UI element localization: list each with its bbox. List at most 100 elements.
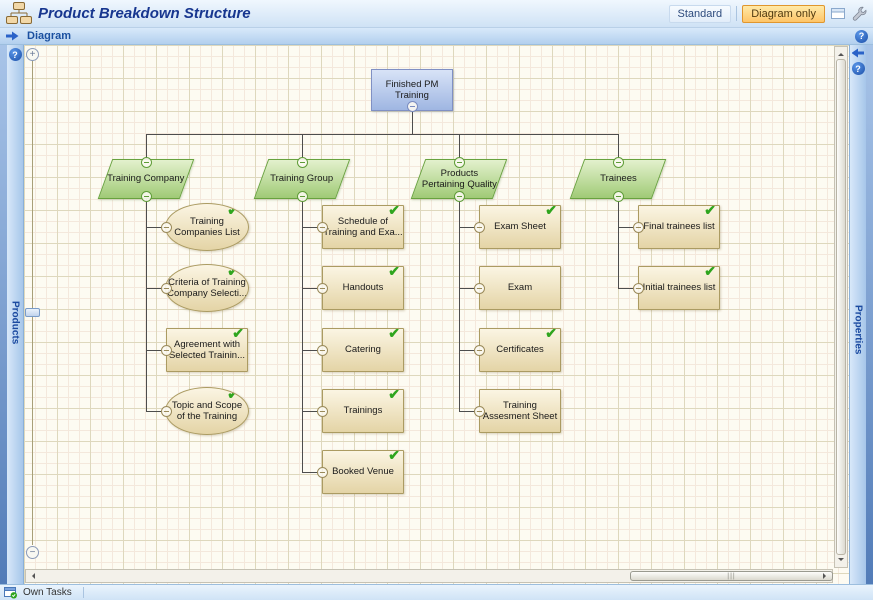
arrow-right-icon[interactable] xyxy=(5,31,19,41)
connector-line xyxy=(146,227,167,228)
scroll-right-icon[interactable] xyxy=(823,573,829,579)
product-node-ellipse[interactable]: Training Companies List✔ xyxy=(165,203,249,251)
collapse-button[interactable] xyxy=(160,344,172,356)
collapse-button[interactable] xyxy=(473,282,485,294)
collapse-button[interactable] xyxy=(473,405,485,417)
vertical-scrollbar[interactable] xyxy=(834,46,848,568)
divider xyxy=(736,6,738,21)
connector-line xyxy=(412,111,413,134)
collapse-button[interactable] xyxy=(296,156,308,168)
check-icon: ✔ xyxy=(388,328,400,341)
node-label: Topic and Scope of the Training xyxy=(171,399,243,422)
product-node[interactable]: Exam Sheet✔ xyxy=(479,205,561,249)
arrow-left-icon[interactable] xyxy=(851,48,865,58)
help-icon[interactable]: ? xyxy=(851,62,865,75)
collapse-button[interactable] xyxy=(160,282,172,294)
zoom-slider-track[interactable] xyxy=(32,61,33,545)
product-node-ellipse[interactable]: Topic and Scope of the Training✔ xyxy=(165,387,249,435)
collapse-button[interactable] xyxy=(612,190,624,202)
right-splitter[interactable] xyxy=(866,45,873,584)
collapse-button[interactable] xyxy=(316,405,328,417)
product-node-ellipse[interactable]: Criteria of Training Company Selecti...✔ xyxy=(165,264,249,312)
connector-line xyxy=(459,199,460,411)
connector-line xyxy=(459,134,460,159)
collapse-button[interactable] xyxy=(473,344,485,356)
product-node[interactable]: Final trainees list✔ xyxy=(638,205,720,249)
check-icon: ✔ xyxy=(227,264,239,279)
node-label: Exam xyxy=(507,282,533,294)
zoom-slider-handle[interactable] xyxy=(25,308,40,317)
help-icon[interactable]: ? xyxy=(855,29,868,43)
product-node[interactable]: Booked Venue✔ xyxy=(322,450,404,494)
product-node[interactable]: Trainings✔ xyxy=(322,389,404,433)
connector-line xyxy=(146,134,147,159)
properties-panel-tab[interactable]: ? Properties xyxy=(850,45,866,584)
connector-line xyxy=(459,227,480,228)
scroll-up-icon[interactable] xyxy=(838,50,844,56)
scroll-left-icon[interactable] xyxy=(29,573,35,579)
node-label: Certificates xyxy=(496,344,544,356)
connector-line xyxy=(618,134,619,159)
check-icon: ✔ xyxy=(388,266,400,279)
zoom-out-button[interactable]: − xyxy=(26,546,39,559)
collapse-button[interactable] xyxy=(632,221,644,233)
divider xyxy=(82,587,84,598)
collapse-button[interactable] xyxy=(316,282,328,294)
product-node[interactable]: Agreement with Selected Trainin...✔ xyxy=(166,328,248,372)
scroll-down-icon[interactable] xyxy=(838,558,844,564)
diagram-section-label: Diagram xyxy=(27,30,72,42)
check-icon: ✔ xyxy=(704,266,716,279)
product-node[interactable]: Initial trainees list✔ xyxy=(638,266,720,310)
title-bar: Product Breakdown Structure Standard Dia… xyxy=(0,0,873,28)
collapse-button[interactable] xyxy=(453,190,465,202)
collapse-button[interactable] xyxy=(632,282,644,294)
node-label: Finished PM Training xyxy=(385,78,439,101)
own-tasks-tab[interactable]: Own Tasks xyxy=(23,587,72,598)
product-node[interactable]: Training Assesment Sheet xyxy=(479,389,561,433)
view-diagram-only-button[interactable]: Diagram only xyxy=(742,4,825,23)
collapse-button[interactable] xyxy=(473,221,485,233)
node-label: Training Companies List xyxy=(174,215,240,238)
node-label: Handouts xyxy=(342,282,384,294)
wrench-icon[interactable] xyxy=(852,6,867,21)
properties-panel-label: Properties xyxy=(852,305,864,355)
view-standard-button[interactable]: Standard xyxy=(668,4,732,23)
collapse-button[interactable] xyxy=(316,466,328,478)
node-label: Agreement with Selected Trainin... xyxy=(168,338,246,361)
vertical-scrollbar-thumb[interactable] xyxy=(836,59,846,555)
collapse-button[interactable] xyxy=(612,156,624,168)
collapse-button[interactable] xyxy=(140,156,152,168)
connector-line xyxy=(302,199,303,472)
check-icon: ✔ xyxy=(704,205,716,218)
collapse-button[interactable] xyxy=(160,405,172,417)
connector-line xyxy=(146,350,167,351)
connector-line xyxy=(618,227,639,228)
help-icon[interactable]: ? xyxy=(8,48,22,61)
collapse-button[interactable] xyxy=(140,190,152,202)
connector-line xyxy=(146,411,167,412)
connector-line xyxy=(618,199,619,288)
collapse-button[interactable] xyxy=(316,344,328,356)
collapse-button[interactable] xyxy=(160,221,172,233)
left-splitter[interactable] xyxy=(0,45,7,584)
product-node[interactable]: Catering✔ xyxy=(322,328,404,372)
product-node[interactable]: Schedule of Training and Exa...✔ xyxy=(322,205,404,249)
collapse-button[interactable] xyxy=(316,221,328,233)
connector-line xyxy=(302,227,323,228)
connector-line xyxy=(459,411,480,412)
window-icon[interactable] xyxy=(830,6,847,21)
product-node[interactable]: Exam xyxy=(479,266,561,310)
products-panel-tab[interactable]: ? Products xyxy=(7,45,23,584)
connector-line xyxy=(146,134,619,135)
horizontal-scrollbar[interactable] xyxy=(25,569,833,583)
zoom-in-button[interactable]: + xyxy=(26,48,39,61)
collapse-button[interactable] xyxy=(406,100,418,112)
check-icon: ✔ xyxy=(545,205,557,218)
collapse-button[interactable] xyxy=(453,156,465,168)
product-node[interactable]: Certificates✔ xyxy=(479,328,561,372)
collapse-button[interactable] xyxy=(296,190,308,202)
product-node[interactable]: Handouts ✔ xyxy=(322,266,404,310)
horizontal-scrollbar-thumb[interactable] xyxy=(630,571,833,581)
